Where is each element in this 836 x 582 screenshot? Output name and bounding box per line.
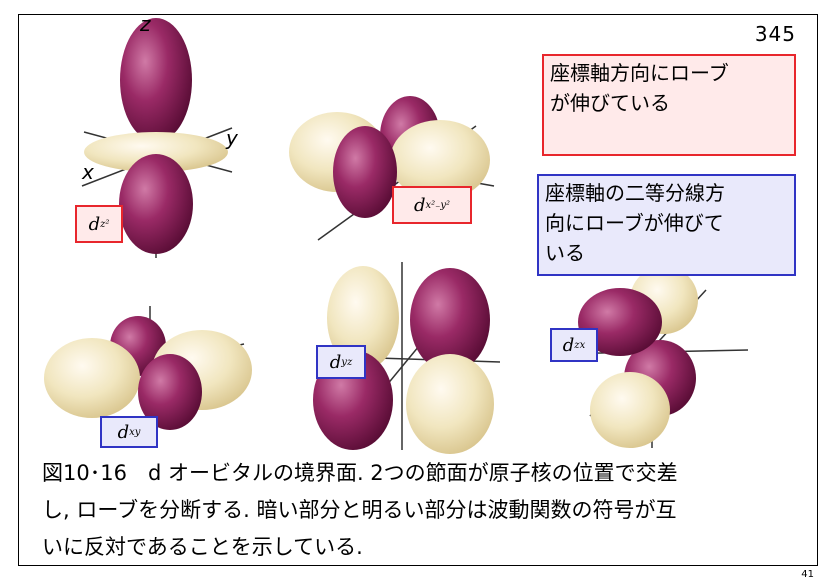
- bisector-lobes-callout: 座標軸の二等分線方 向にローブが伸びて いる: [537, 174, 796, 276]
- dzx-orbital: [553, 264, 749, 448]
- caption-line: いに反対であることを示している.: [42, 535, 363, 559]
- callout-line: 向にローブが伸びて: [545, 211, 724, 235]
- label-sub: z²: [100, 218, 110, 230]
- label-sub: zx: [574, 339, 586, 351]
- axis-lobes-callout: 座標軸方向にローブ が伸びている: [542, 54, 796, 156]
- label-main: d: [329, 351, 342, 373]
- figure-caption: 図10･16 d オービタルの境界面. 2つの節面が原子核の位置で交差 し, ロ…: [42, 455, 802, 566]
- caption-line: 図10･16 d オービタルの境界面. 2つの節面が原子核の位置で交差: [42, 461, 678, 485]
- callout-line: が伸びている: [550, 91, 670, 115]
- label-main: d: [117, 421, 130, 443]
- dz2-orbital: [81, 18, 233, 258]
- caption-line: し, ローブを分断する. 暗い部分と明るい部分は波動関数の符号が互: [42, 498, 677, 522]
- callout-line: 座標軸方向にローブ: [550, 61, 729, 85]
- callout-line: 座標軸の二等分線方: [545, 181, 725, 205]
- label-sub: xy: [129, 426, 141, 438]
- label-sub: x²₋y²: [425, 199, 451, 211]
- slide-number: 41: [801, 569, 814, 580]
- z-axis-label: z: [140, 12, 151, 36]
- dx2y2-orbital: [289, 96, 495, 241]
- label-sub: yz: [341, 356, 353, 368]
- y-axis-label: y: [226, 126, 238, 150]
- callout-line: いる: [545, 241, 585, 265]
- page-number: 345: [754, 22, 796, 46]
- label-main: d: [413, 194, 426, 216]
- label-main: d: [562, 334, 575, 356]
- x-axis-label: x: [82, 160, 94, 184]
- dxy-orbital: [44, 306, 252, 430]
- label-main: d: [88, 213, 101, 235]
